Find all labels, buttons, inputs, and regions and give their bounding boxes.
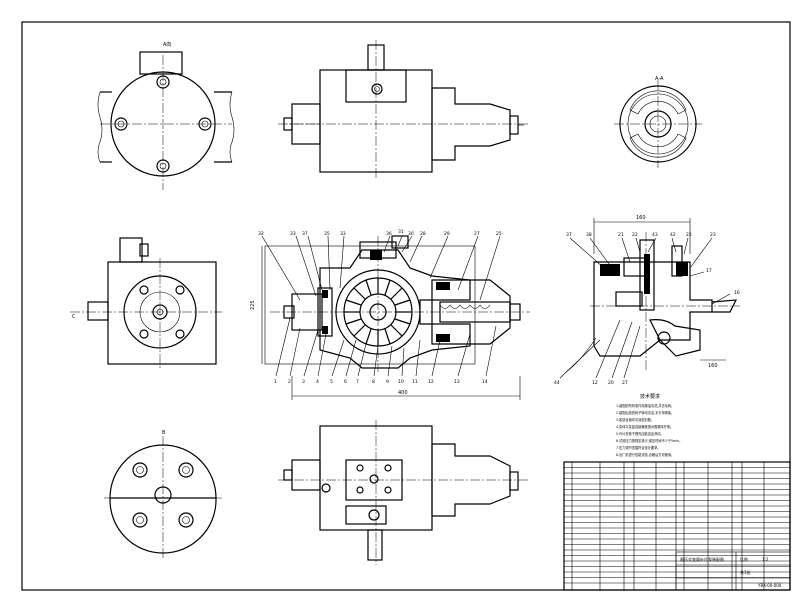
callout-top-9: 28: [420, 231, 426, 237]
callout-bottom-12: 12: [428, 379, 434, 385]
right-width-dim: 160: [636, 215, 646, 221]
callout-right-bottom-1: 44: [554, 380, 560, 386]
note-line-4: 4.泵体与泵盖连接螺栓按对角顺序拧紧。: [616, 424, 673, 429]
callout-bottom-4: 4: [316, 379, 319, 385]
main-cross-section: 400 225 32 33 37 35 33 36 31 30 2: [250, 229, 530, 400]
callout-right-side-2: 16: [734, 290, 740, 296]
callout-top-10: 29: [444, 231, 450, 237]
callout-bottom-7: 7: [356, 379, 359, 385]
callout-right-bottom-2: 12: [592, 380, 598, 386]
callout-right-top-6: 42: [670, 232, 676, 238]
callout-top-11: 27: [474, 231, 480, 237]
right-cross-section: 160 160: [554, 215, 740, 386]
outer-border: [21, 21, 791, 591]
bottom-left-view-label: B: [162, 430, 166, 436]
callout-bottom-9: 9: [386, 379, 389, 385]
callout-bottom-6: 6: [344, 379, 347, 385]
top-left-view-label: A向: [163, 41, 171, 48]
callout-bottom-10: 10: [398, 379, 404, 385]
right-small-dim: 160: [708, 363, 718, 369]
callout-bottom-8: 8: [372, 379, 375, 385]
callout-top-1: 32: [258, 231, 264, 237]
title-block-scale: 1:2: [762, 557, 769, 562]
title-block-title: 限压式变量叶片泵装配图: [680, 556, 724, 562]
callout-right-bottom-4: 27: [622, 380, 628, 386]
note-line-3: 3.各结合面均匀涂密封胶。: [616, 417, 654, 422]
bottom-front-view: [278, 420, 528, 565]
callout-bottom-14: 14: [482, 379, 488, 385]
callout-top-12: 25: [496, 231, 502, 237]
notes-title: 技术要求: [640, 393, 660, 400]
middle-left-side-view: C: [70, 237, 222, 370]
callout-top-4: 35: [324, 231, 330, 237]
technical-notes: 技术要求 1.装配前所有零件用煤油清洗,并去毛刺。 2.装配后检查转子转动灵活,…: [616, 393, 682, 457]
callout-top-5: 33: [340, 231, 346, 237]
callout-right-top-4: 22: [632, 232, 638, 238]
callout-top-8: 30: [408, 231, 414, 237]
note-line-5: 5.叶片在转子槽内应能自由滑动。: [616, 431, 664, 436]
callout-bottom-5: 5: [330, 379, 333, 385]
top-right-section-view: A-A: [614, 76, 702, 168]
parts-list-rows: [564, 462, 790, 590]
overall-length-dim: 400: [398, 390, 408, 396]
callout-bottom-13: 13: [454, 379, 460, 385]
note-line-2: 2.装配后检查转子转动灵活,无卡滞现象。: [616, 410, 674, 415]
callout-right-top-5: 43: [652, 232, 658, 238]
callout-right-top-1: 37: [566, 232, 572, 238]
callout-top-7: 31: [398, 229, 404, 235]
callout-bottom-2: 2: [288, 379, 291, 385]
note-line-8: 8.出厂前进行性能试验,合格后方可使用。: [616, 452, 674, 457]
callout-right-bottom-3: 20: [608, 380, 614, 386]
note-line-7: 7.压力调节范围符合设计要求。: [616, 445, 660, 450]
top-left-end-view: A向: [97, 41, 235, 190]
title-block-sheet: 共1张: [740, 569, 751, 575]
callout-bottom-1: 1: [274, 379, 277, 385]
callout-top-3: 37: [302, 231, 308, 237]
side-view-label: C: [72, 314, 76, 320]
parts-list-title-block: 限压式变量叶片泵装配图 比例 1:2 共1张 YBX-00-000: [563, 461, 791, 591]
callout-right-top-2: 38: [586, 232, 592, 238]
callout-top-2: 33: [290, 231, 296, 237]
callout-bottom-3: 3: [302, 379, 305, 385]
note-line-1: 1.装配前所有零件用煤油清洗,并去毛刺。: [616, 403, 674, 408]
height-dim: 225: [250, 300, 256, 310]
title-block-scale-label: 比例: [740, 556, 748, 562]
callout-bottom-11: 11: [412, 379, 418, 385]
callout-top-6: 36: [386, 231, 392, 237]
callout-right-top-3: 21: [618, 232, 624, 238]
callout-right-top-8: 23: [710, 232, 716, 238]
top-right-view-label: A-A: [655, 76, 664, 82]
bottom-left-flange-view: B: [104, 430, 222, 560]
callout-right-side-1: 17: [706, 268, 712, 274]
title-block-number: YBX-00-000: [757, 583, 782, 588]
callout-right-top-7: 22: [686, 232, 692, 238]
note-line-6: 6.试验压力按规定执行,保压时间不少于5min。: [616, 438, 682, 443]
top-front-view: [278, 40, 528, 180]
